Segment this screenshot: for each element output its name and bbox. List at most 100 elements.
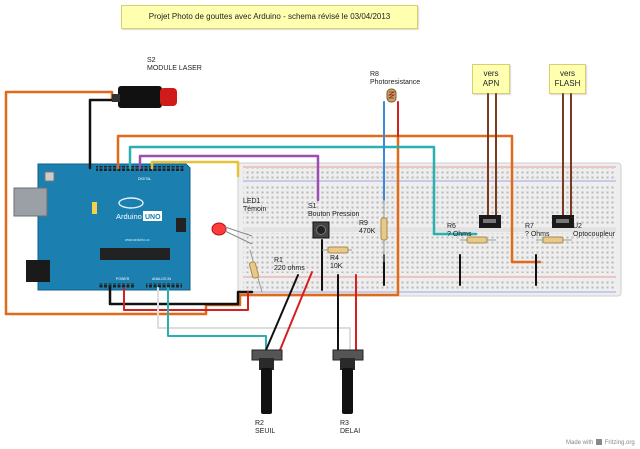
- label-led1-name: Témoin: [243, 206, 267, 213]
- label-r2-name: SEUIL: [255, 428, 276, 435]
- optocoupler-apn: [479, 215, 501, 228]
- optocoupler-flash: [552, 215, 574, 228]
- photoresistor-track: [387, 91, 396, 99]
- r7-body: [542, 236, 564, 244]
- title-text: Projet Photo de gouttes avec Arduino - s…: [148, 12, 391, 21]
- laser-body: [118, 86, 162, 108]
- photoresistor: [386, 88, 397, 103]
- label-r4: R4 10K: [330, 255, 342, 271]
- label-r6-value: ? Ohms: [447, 231, 472, 238]
- uno-badge: [143, 211, 162, 221]
- label-s1-name: Bouton Pression: [308, 211, 360, 218]
- analog-label: ANALOG IN: [152, 277, 172, 281]
- label-r4-ref: R4: [330, 255, 339, 262]
- arduino-brand: Arduino: [116, 212, 142, 221]
- breadboard-rail-bottom: [243, 279, 616, 291]
- label-s2-name: MODULE LASER: [147, 65, 202, 72]
- r1-body: [248, 261, 260, 279]
- led-indicator: [211, 222, 253, 245]
- breadboard-rail-top: [243, 168, 616, 180]
- push-button: [312, 221, 330, 239]
- pot-delai-collar: [340, 358, 355, 370]
- resistor-r9: [380, 200, 388, 262]
- wire-yellow: [150, 160, 240, 178]
- resistor-r6: [460, 236, 496, 244]
- fritzing-logo-icon: [596, 439, 603, 445]
- wire-teal: [128, 145, 478, 236]
- label-r1-ref: R1: [274, 257, 283, 264]
- note-apn-line1: vers: [483, 69, 499, 78]
- potentiometer-seuil: [251, 349, 283, 414]
- label-s1: S1 Bouton Pression: [308, 203, 359, 219]
- opto-apn-mark: [483, 219, 496, 223]
- wire-red-pot1: [279, 271, 313, 351]
- label-r8-ref: R8: [370, 71, 379, 78]
- wire-black-gnd: [108, 286, 254, 306]
- reset-button: [44, 171, 55, 182]
- wire-black-pot1: [265, 274, 299, 351]
- title-note: Projet Photo de gouttes avec Arduino - s…: [121, 5, 418, 29]
- label-r1: R1 220 ohms: [274, 257, 305, 273]
- label-s2-ref: S2: [147, 57, 156, 64]
- laser-back: [112, 94, 120, 102]
- label-r7-ref: R7: [525, 223, 534, 230]
- label-s1-ref: S1: [308, 203, 317, 210]
- wire-purple: [138, 154, 320, 202]
- power-jack: [26, 260, 50, 282]
- tx-rx-leds: [92, 202, 97, 214]
- led-body: [211, 222, 227, 236]
- resistor-r1: [248, 249, 263, 293]
- wire-teal-a1: [167, 287, 267, 351]
- note-apn-line2: APN: [482, 79, 500, 88]
- led-lead-1: [224, 226, 253, 237]
- pot-seuil-collar: [259, 358, 274, 370]
- usb-port: [13, 187, 48, 217]
- pot-seuil-shaft: [261, 368, 272, 414]
- label-r2-ref: R2: [255, 420, 264, 427]
- atmega-chip: [100, 248, 170, 260]
- label-r6-ref: R6: [447, 223, 456, 230]
- icsp-header: [176, 218, 186, 232]
- note-flash-line2: FLASH: [554, 79, 581, 88]
- label-r2: R2 SEUIL: [255, 420, 275, 436]
- label-r3-ref: R3: [340, 420, 349, 427]
- fritzing-watermark: Made with Fritzing.org: [566, 439, 635, 447]
- resistors: [248, 200, 572, 293]
- label-r3: R3 DELAI: [340, 420, 360, 436]
- resistor-r7: [536, 236, 572, 244]
- pot-delai-shaft: [342, 368, 353, 414]
- note-apn: vers APN: [472, 64, 510, 94]
- potentiometer-delai: [332, 349, 364, 414]
- photoresistor-body: [386, 88, 397, 103]
- led-lead-2: [224, 230, 253, 245]
- label-u2-ref: U2: [573, 223, 582, 230]
- r4-body: [327, 246, 349, 254]
- label-u2: U2 Optocoupleur: [573, 223, 615, 239]
- label-r3-name: DELAI: [340, 428, 361, 435]
- resistor-r4: [322, 246, 352, 254]
- wire-laser-black: [88, 98, 122, 170]
- power-header: [98, 283, 134, 288]
- note-flash: vers FLASH: [549, 64, 586, 94]
- label-u2-name: Optocoupleur: [573, 231, 616, 238]
- label-r7-value: ? Ohms: [525, 231, 550, 238]
- watermark-prefix: Made with: [566, 440, 594, 446]
- power-label: POWER: [116, 277, 130, 281]
- arduino-pcb: [37, 163, 191, 291]
- arduino-site: www.arduino.cc: [125, 238, 150, 242]
- label-s2: S2 MODULE LASER: [147, 57, 202, 73]
- breadboard-channel: [243, 227, 616, 232]
- digital-label: DIGITAL: [138, 177, 151, 181]
- r6-body: [466, 236, 488, 244]
- opto-flash-mark: [556, 219, 569, 223]
- label-r4-value: 10K: [330, 263, 343, 270]
- push-button-cap: [316, 225, 326, 235]
- watermark-brand: Fritzing.org: [604, 440, 635, 446]
- wire-orange-top: [116, 134, 400, 170]
- label-r7: R7 ? Ohms: [525, 223, 550, 239]
- analog-header: [146, 283, 182, 288]
- label-r9-value: 470K: [359, 228, 376, 235]
- label-r8: R8 Photoresistance: [370, 71, 420, 87]
- label-led1-ref: LED1: [243, 198, 261, 205]
